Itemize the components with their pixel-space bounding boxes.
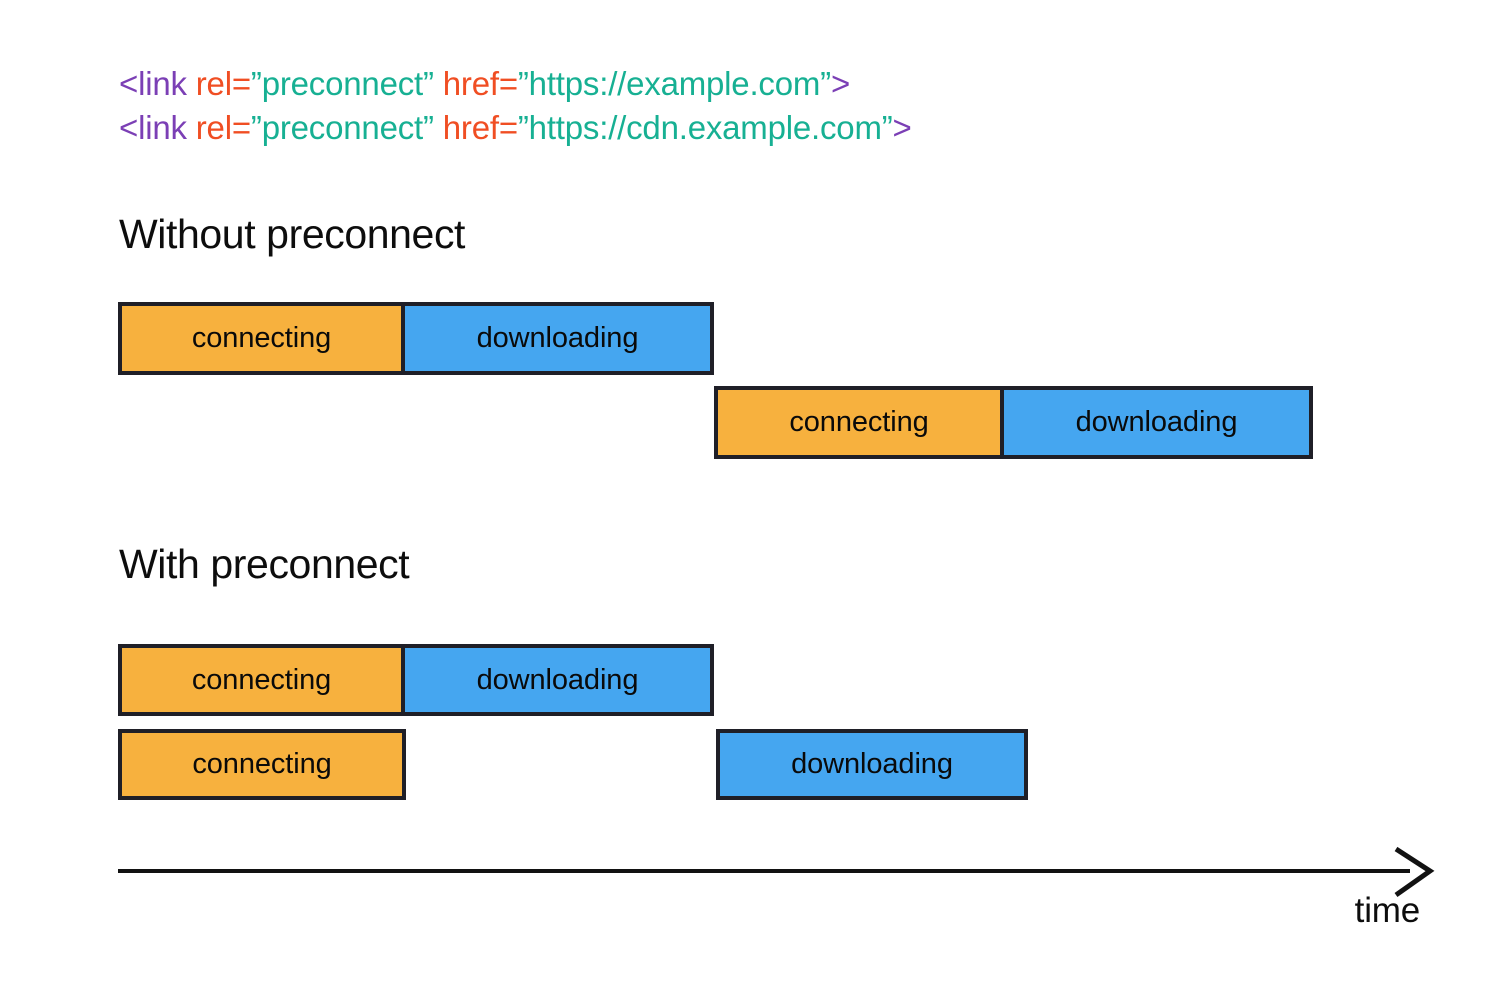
section-heading-with-preconnect: With preconnect	[119, 541, 410, 587]
bar-row3-connecting: connecting	[118, 644, 405, 716]
bar-row4-downloading: downloading	[716, 729, 1028, 800]
bar-label: downloading	[791, 748, 953, 780]
code-token-attr: href=	[433, 65, 518, 102]
code-token-tag: >	[892, 109, 912, 146]
code-token-tag: <link	[119, 65, 196, 102]
code-token-value: ”preconnect”	[250, 109, 434, 146]
bar-row2-connecting: connecting	[714, 386, 1004, 459]
code-line-2: <link rel=”preconnect” href=”https://cdn…	[119, 106, 1319, 150]
code-token-attr: href=	[433, 109, 518, 146]
bar-label: connecting	[191, 322, 332, 354]
code-token-attr: rel=	[195, 65, 251, 102]
bar-row2-downloading: downloading	[1000, 386, 1313, 459]
code-token-tag: <link	[119, 109, 196, 146]
time-axis-label: time	[1354, 891, 1421, 930]
code-token-value: ”preconnect”	[250, 65, 434, 102]
bar-label: connecting	[191, 663, 332, 696]
bar-row1-connecting: connecting	[118, 302, 405, 375]
bar-label: downloading	[476, 663, 639, 696]
bar-row3-downloading: downloading	[401, 644, 714, 716]
code-token-value: ”https://example.com”	[517, 65, 831, 102]
bar-row4-connecting: connecting	[118, 729, 406, 800]
bar-row1-downloading: downloading	[401, 302, 714, 375]
code-token-value: ”https://cdn.example.com”	[517, 109, 893, 146]
time-axis-arrow	[118, 846, 1435, 898]
code-token-attr: rel=	[195, 109, 251, 146]
code-snippet: <link rel=”preconnect” href=”https://exa…	[119, 62, 1319, 150]
code-token-tag: >	[830, 65, 851, 102]
bar-label: downloading	[476, 322, 639, 354]
bar-label: connecting	[192, 748, 332, 780]
bar-label: connecting	[789, 406, 929, 438]
code-line-1: <link rel=”preconnect” href=”https://exa…	[119, 62, 1319, 106]
section-heading-without-preconnect: Without preconnect	[119, 211, 466, 257]
bar-label: downloading	[1075, 406, 1238, 438]
